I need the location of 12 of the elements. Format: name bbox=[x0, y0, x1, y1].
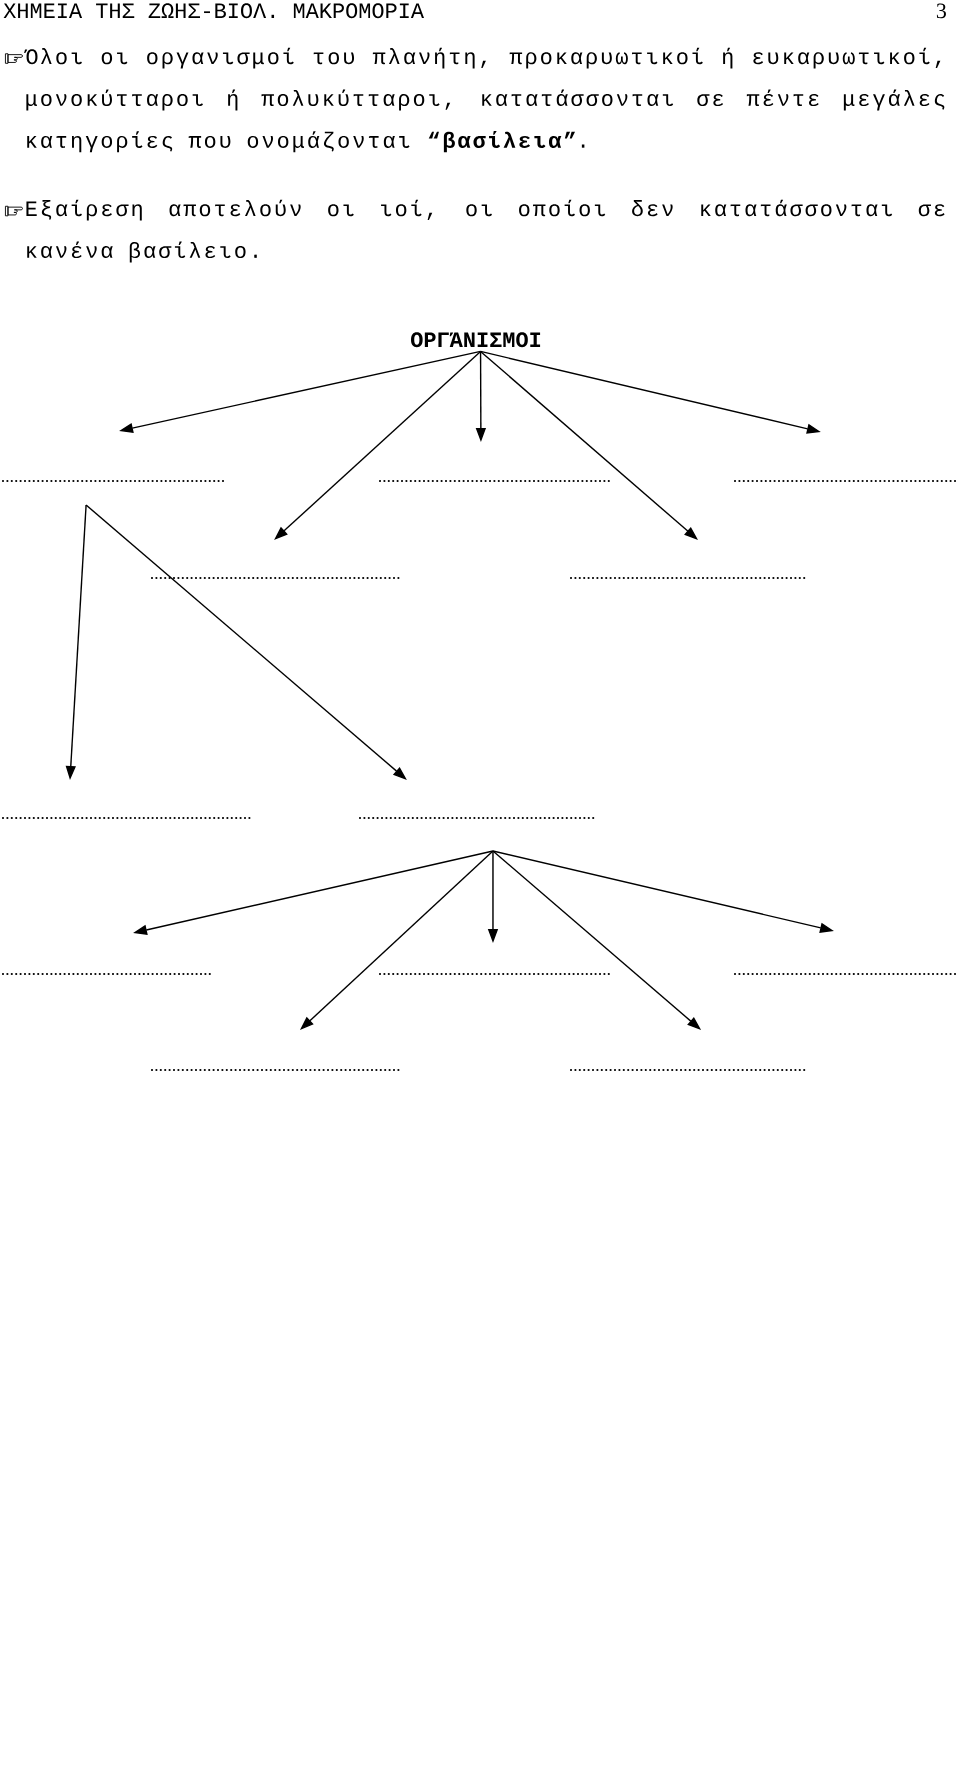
arrow bbox=[85, 504, 407, 780]
arrow bbox=[274, 350, 482, 540]
page-header: ΧΗΜΕΙΑ ΤΗΣ ΖΩΗΣ-ΒΙΟΛ. ΜΑΚΡΟΜΟΡΙΑ bbox=[3, 3, 424, 19]
fill-in-line bbox=[733, 479, 959, 483]
paragraph: Όλοι οι οργανισμοί του πλανήτη, προκαρυωτικοί ή ευκαρυωτικοί, μονοκύτταροι ή πολυκύτταροι, κατατάσσονται σε πέντε μεγάλες κατηγορίες που ονομάζονται “βασίλεια”. bbox=[24, 47, 945, 153]
diagram-heading: ΟΡΓΆΝΙΣΜΟΙ bbox=[411, 332, 541, 348]
fill-in-line bbox=[1, 479, 226, 483]
page-number: 3 bbox=[936, 3, 946, 19]
arrow bbox=[479, 350, 698, 540]
fill-in-line bbox=[1, 972, 212, 976]
paragraph: Εξαίρεση αποτελούν οι ιοί, οι οποίοι δεν κατατάσσονται σε κανένα βασίλειο. bbox=[26, 199, 945, 263]
fill-in-line bbox=[733, 972, 959, 976]
